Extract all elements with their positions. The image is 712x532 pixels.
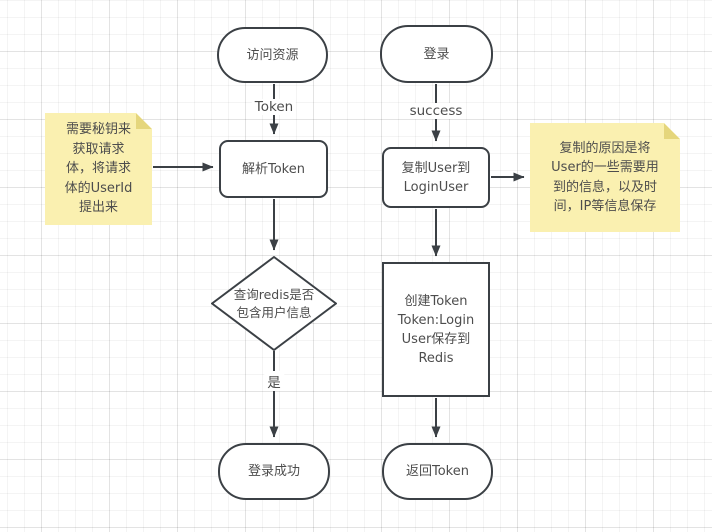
node-create-token[interactable]: 创建Token Token:Login User保存到 Redis (382, 262, 490, 397)
node-redis-check-label: 查询redis是否 包含用户信息 (211, 256, 337, 351)
node-access-resource-label: 访问资源 (246, 47, 299, 63)
copy-user-line1: 复制User到 (401, 160, 471, 176)
note-left-line5: 提出来 (78, 200, 118, 216)
node-copy-user[interactable]: 复制User到 LoginUser (382, 147, 490, 208)
node-login[interactable]: 登录 (380, 25, 493, 83)
edge-label-success[interactable]: success (406, 103, 466, 119)
redis-check-line2: 包含用户信息 (236, 304, 312, 320)
node-parse-token[interactable]: 解析Token (219, 140, 328, 198)
node-return-token-label: 返回Token (406, 464, 469, 479)
note-left-line3: 体，将请求 (65, 161, 131, 177)
edge-label-token[interactable]: Token (251, 99, 297, 115)
copy-user-line2: LoginUser (403, 179, 469, 195)
note-right-line2: User的一些需要用 (551, 160, 659, 175)
create-token-line3: User保存到 (401, 331, 471, 347)
node-redis-check[interactable]: 查询redis是否 包含用户信息 (211, 256, 337, 351)
edge-label-yes[interactable]: 是 (264, 371, 284, 391)
node-parse-token-label: 解析Token (242, 161, 305, 177)
note-left-line2: 获取请求 (72, 141, 125, 157)
create-token-line2: Token:Login (397, 312, 475, 328)
note-left-line4: 体的UserId (64, 180, 133, 196)
note-right-line4: 间，IP等信息保存 (553, 199, 657, 214)
node-login-success-label: 登录成功 (247, 464, 300, 479)
note-right-line1: 复制的原因是将 (559, 140, 651, 156)
note-left-line1: 需要秘钥来 (65, 122, 131, 138)
node-login-success[interactable]: 登录成功 (218, 443, 330, 500)
redis-check-line1: 查询redis是否 (233, 286, 315, 302)
note-right-line3: 到的信息，以及时 (552, 179, 657, 195)
node-login-label: 登录 (423, 46, 450, 62)
node-access-resource[interactable]: 访问资源 (217, 27, 328, 83)
node-return-token[interactable]: 返回Token (382, 443, 493, 500)
note-right[interactable]: 复制的原因是将 User的一些需要用 到的信息，以及时 间，IP等信息保存 (530, 123, 680, 232)
create-token-line1: 创建Token (404, 293, 468, 309)
diamond-shape (211, 256, 337, 351)
create-token-line4: Redis (418, 350, 454, 366)
note-left[interactable]: 需要秘钥来 获取请求 体，将请求 体的UserId 提出来 (45, 113, 152, 225)
